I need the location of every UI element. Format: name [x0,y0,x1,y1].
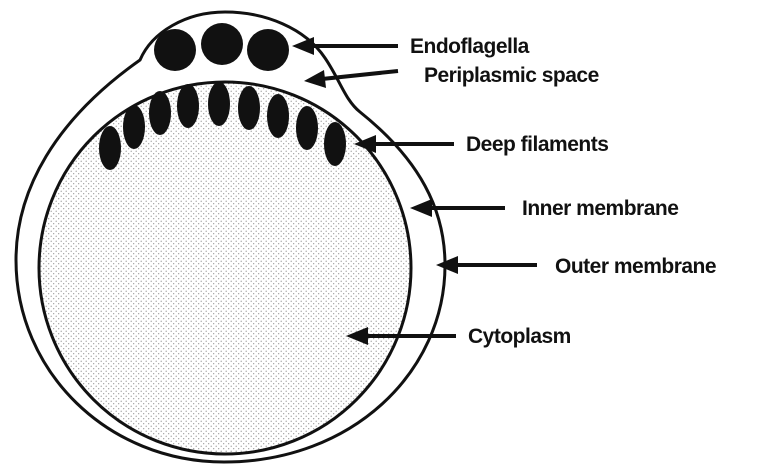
deep-filament [99,126,121,170]
deep-filament [238,86,260,130]
inner-membrane [39,82,411,454]
deep-filament [324,122,346,166]
deep-filament [149,91,171,135]
deep-filament [296,106,318,150]
label-inner-membrane: Inner membrane [522,197,678,220]
deep-filament [267,94,289,138]
endoflagellum [154,29,196,71]
deep-filament [208,82,230,126]
deep-filament [123,105,145,149]
label-deep-filaments: Deep filaments [466,133,608,156]
arrow-endoflagella [292,37,398,55]
label-cytoplasm: Cytoplasm [468,325,571,348]
deep-filament [177,84,199,128]
label-outer-membrane: Outer membrane [555,255,716,278]
endoflagellum [201,23,243,65]
label-endoflagella: Endoflagella [410,35,530,58]
endoflagella-group [154,23,289,71]
label-periplasmic-space: Periplasmic space [424,64,599,87]
endoflagellum [247,29,289,71]
arrow-outer-membrane [436,256,537,274]
